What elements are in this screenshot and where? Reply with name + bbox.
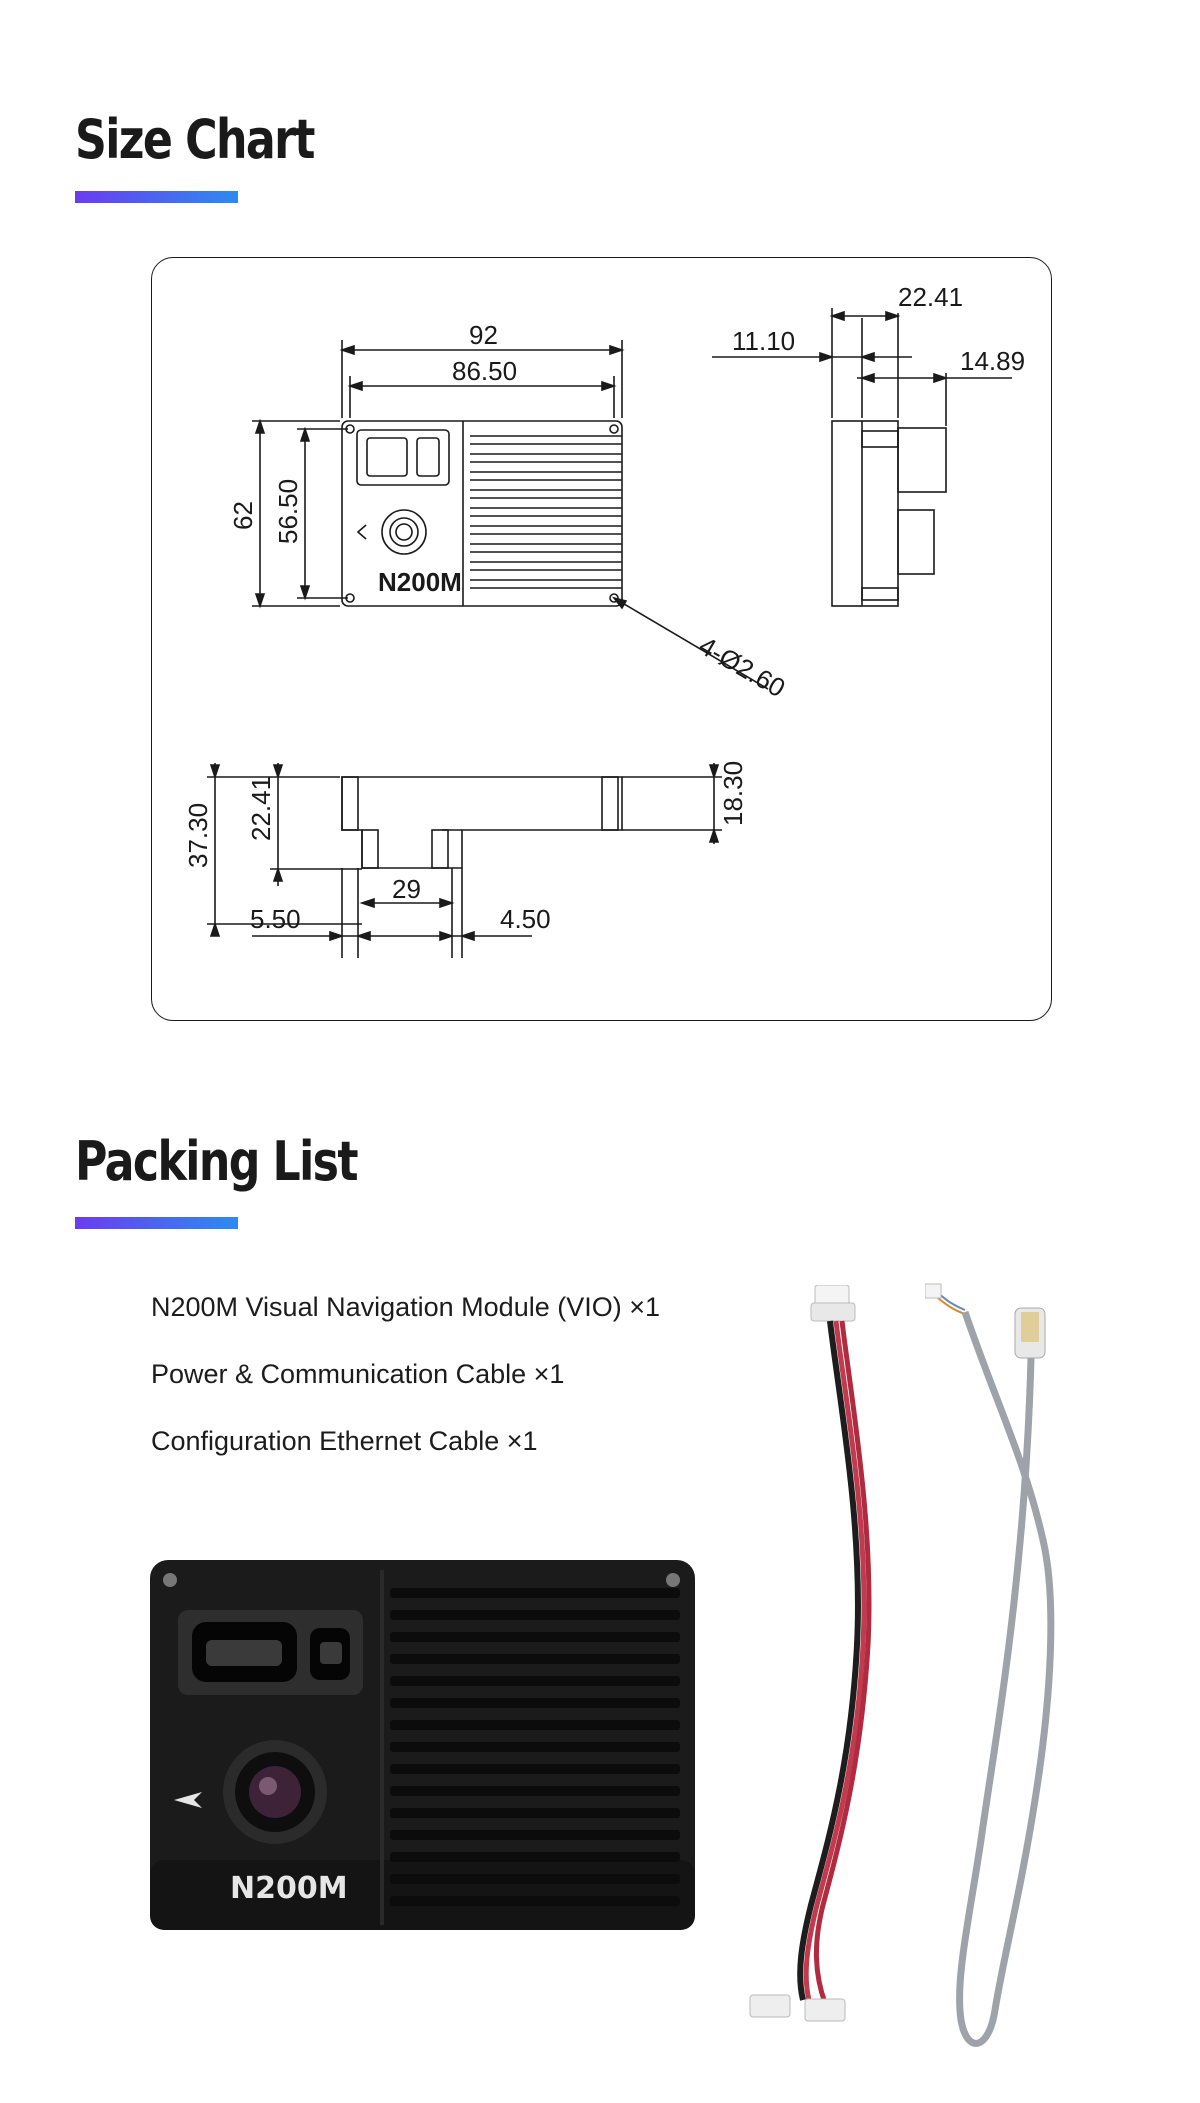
packing-list-items: N200M Visual Navigation Module (VIO) ×1 … xyxy=(151,1292,660,1493)
top-view: N200M 92 86.50 62 56.50 4-Ø2.60 xyxy=(228,320,790,703)
device-label: N200M xyxy=(230,1871,348,1906)
dim-height-outer: 62 xyxy=(228,501,258,530)
list-item: N200M Visual Navigation Module (VIO) ×1 xyxy=(151,1292,661,1322)
packing-list-accent-bar xyxy=(75,1217,238,1229)
dim-side-offset: 11.10 xyxy=(732,326,795,356)
list-item: Power & Communication Cable ×1 xyxy=(151,1359,565,1389)
dimension-drawing: N200M 92 86.50 62 56.50 4-Ø2.60 xyxy=(183,282,1025,958)
dim-front-total: 37.30 xyxy=(183,803,213,868)
side-view: 22.41 11.10 14.89 xyxy=(712,282,1025,607)
drawing-device-label: N200M xyxy=(378,567,462,597)
device-photo: N200M xyxy=(150,1560,695,1930)
dimension-drawing-frame: N200M 92 86.50 62 56.50 4-Ø2.60 xyxy=(151,257,1052,1021)
size-chart-accent-bar xyxy=(75,191,238,203)
dim-front-right-gap: 4.50 xyxy=(500,904,551,934)
dim-front-left-gap: 5.50 xyxy=(250,904,301,934)
dim-front-lens-width: 29 xyxy=(392,874,421,904)
ethernet-cable-photo xyxy=(925,1283,1055,2047)
dim-front-body: 22.41 xyxy=(246,776,276,841)
dim-top-outer: 92 xyxy=(469,320,498,350)
size-chart-title: Size Chart xyxy=(75,108,315,171)
dim-side-lens: 14.89 xyxy=(960,346,1025,376)
list-item: Configuration Ethernet Cable ×1 xyxy=(151,1426,538,1456)
dim-height-inner: 56.50 xyxy=(273,479,303,544)
packing-list-title: Packing List xyxy=(75,1130,359,1193)
power-cable-photo xyxy=(749,1285,872,2022)
dim-front-right: 18.30 xyxy=(718,761,748,826)
dim-side-depth: 22.41 xyxy=(898,282,963,312)
dim-hole-callout: 4-Ø2.60 xyxy=(694,630,790,703)
dim-top-inner: 86.50 xyxy=(452,356,517,386)
front-view: 37.30 22.41 18.30 29 5.50 4.50 xyxy=(183,761,748,958)
